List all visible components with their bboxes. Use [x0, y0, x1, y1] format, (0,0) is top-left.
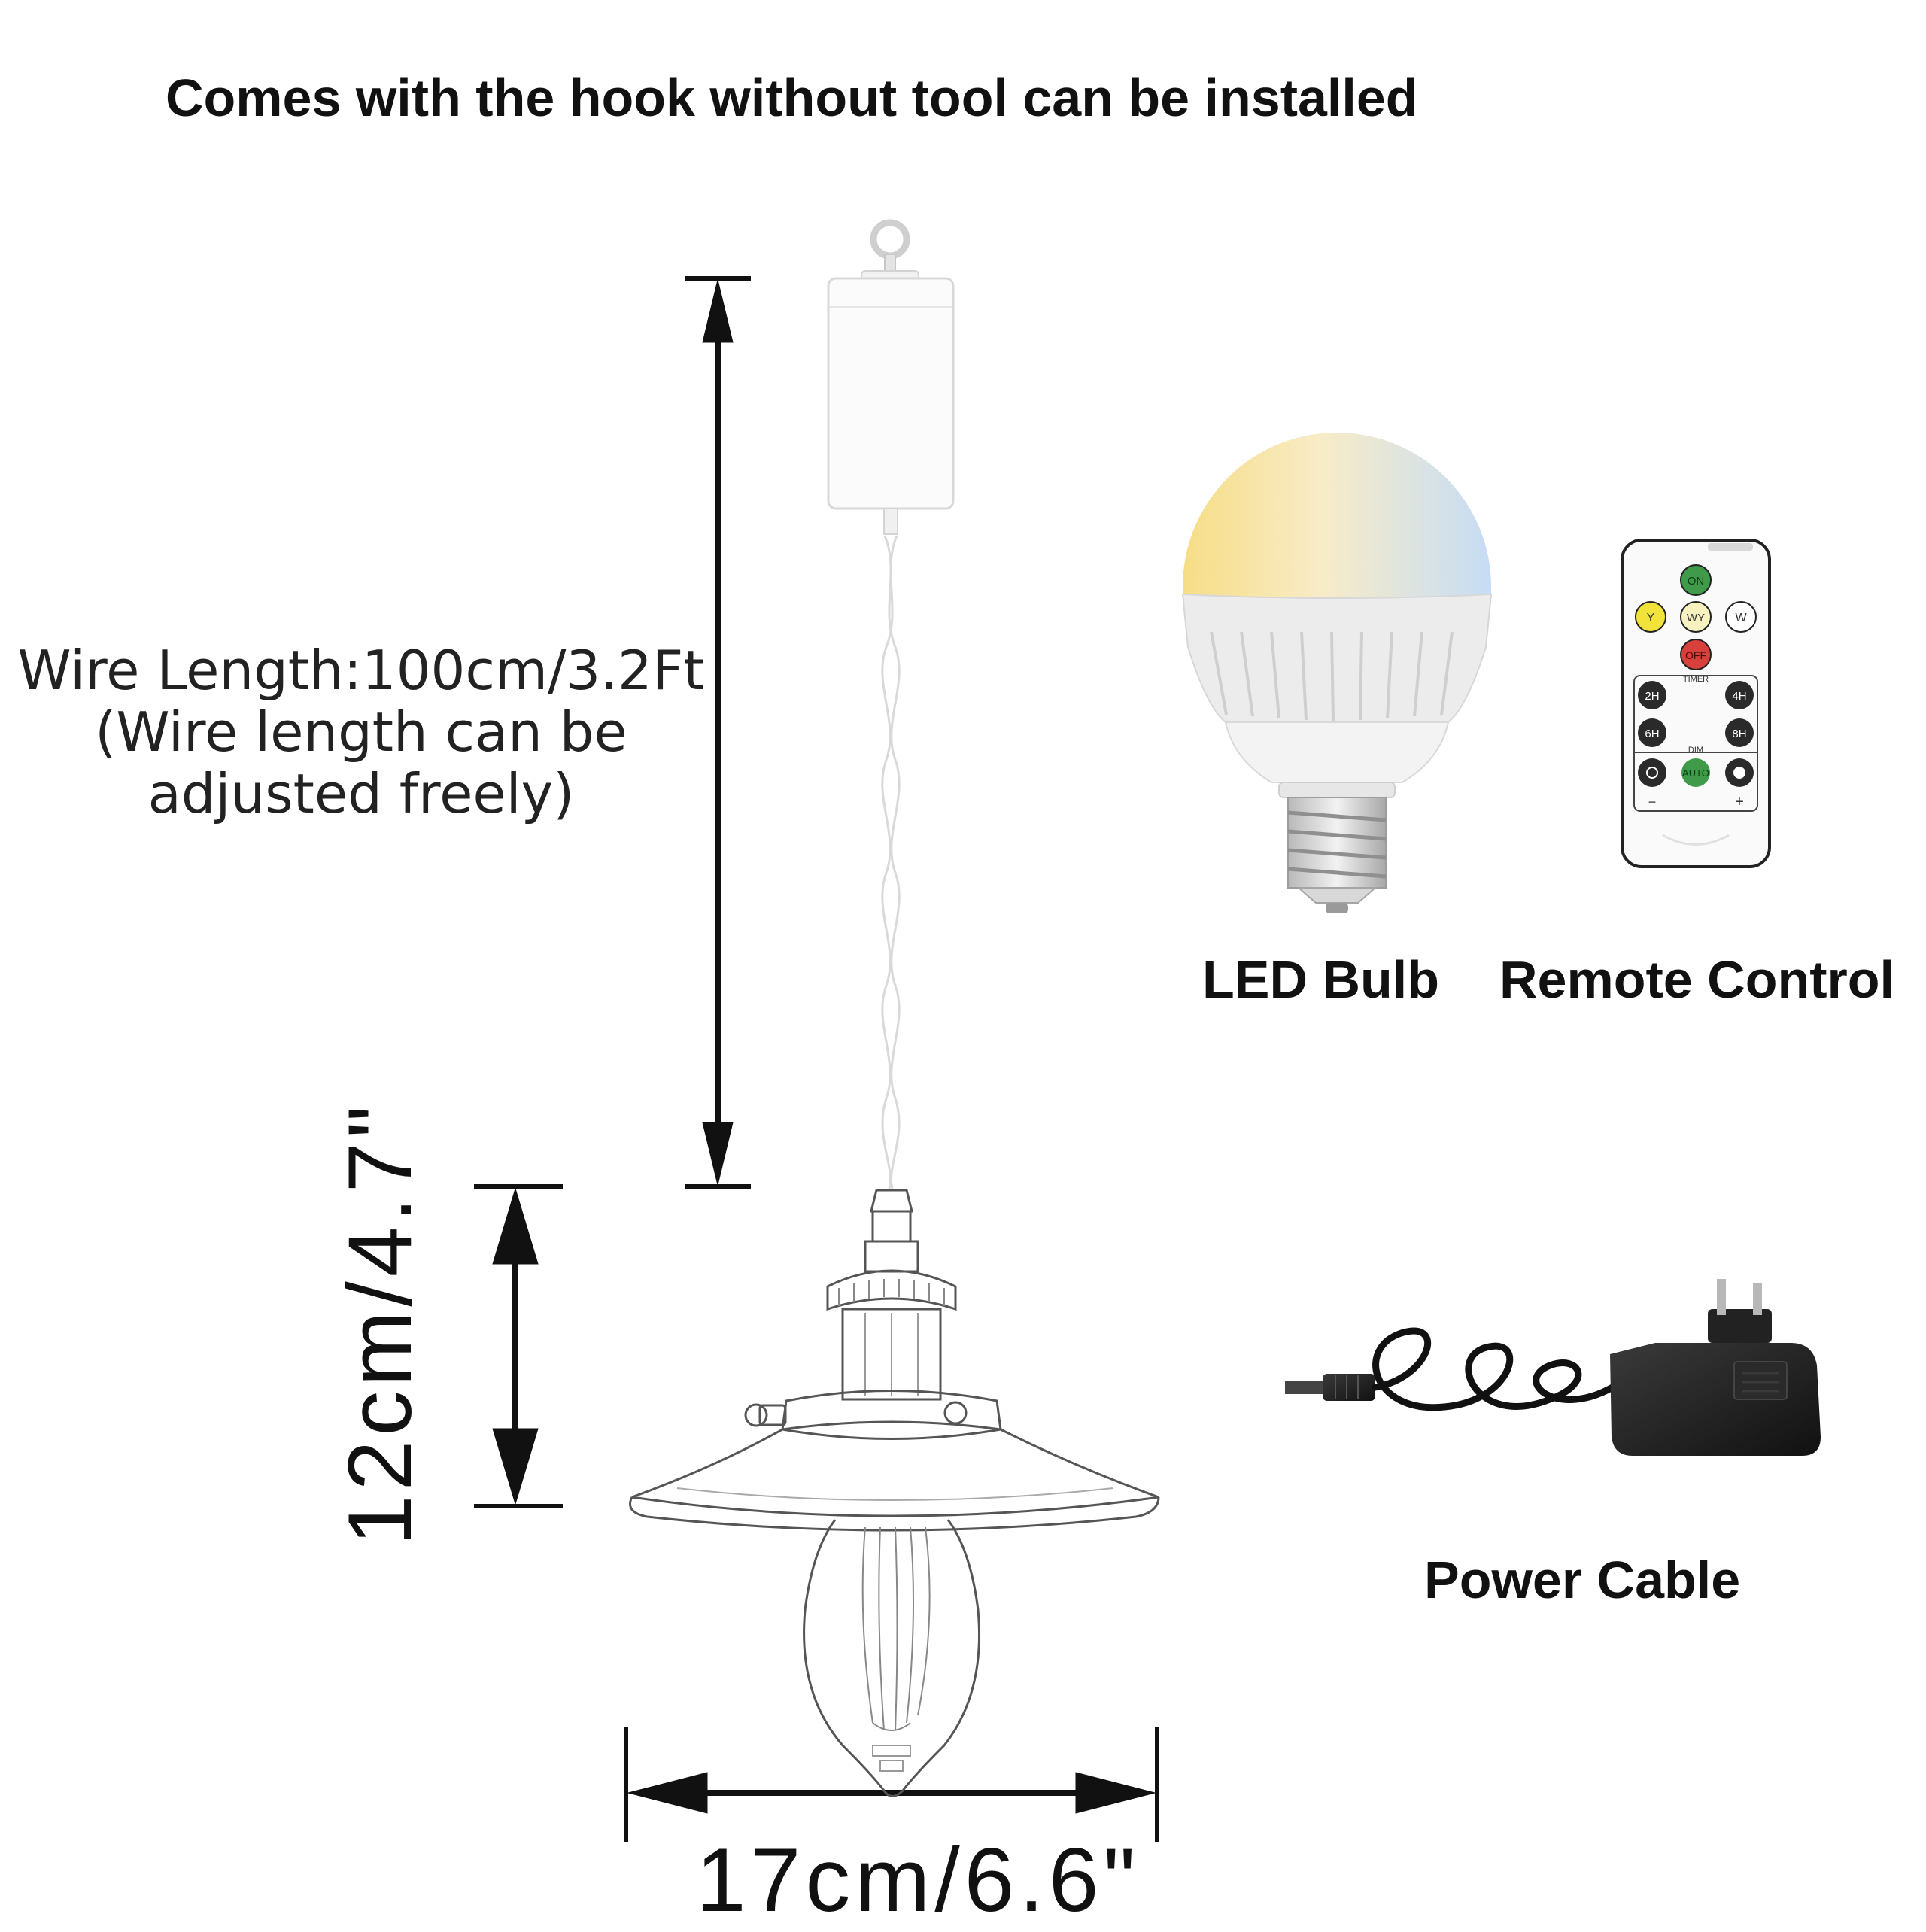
- remote-auto-label: AUTO: [1682, 767, 1709, 779]
- remote-6h-label: 6H: [1645, 728, 1659, 740]
- remote-yellow-button: [1635, 601, 1666, 633]
- width-dimension-label: 17cm/6.6": [695, 1830, 1141, 1930]
- remote-off-label: OFF: [1685, 649, 1706, 661]
- remote-timer-label: TIMER: [1683, 675, 1709, 684]
- remote-4h-label: 4H: [1732, 690, 1746, 703]
- led-bulb-caption: LED Bulb: [1202, 950, 1439, 1009]
- remote-plus-label: +: [1735, 794, 1744, 810]
- led-bulb-image: [1181, 433, 1493, 913]
- height-dimension-label: 12cm/4.7": [330, 1101, 430, 1546]
- power-cable-caption: Power Cable: [1424, 1551, 1741, 1609]
- page-headline: Comes with the hook without tool can be …: [166, 68, 1418, 127]
- remote-2h-label: 2H: [1645, 690, 1659, 703]
- twisted-cord: [881, 535, 901, 1189]
- dim-down-icon: [1638, 758, 1666, 787]
- pendant-lamp: [629, 1189, 1160, 1797]
- remote-4h-button: [1725, 681, 1754, 709]
- remote-control-image: ON Y WY W OFF TIMER 2H 4H 6H 8H DIM AUTO…: [1621, 539, 1771, 868]
- remote-8h-label: 8H: [1732, 728, 1746, 740]
- hook-battery-box: [827, 219, 955, 535]
- wire-length-line-1: Wire Length:100cm/3.2Ft: [17, 639, 705, 702]
- remote-off-button: [1680, 639, 1712, 670]
- remote-control-caption: Remote Control: [1499, 950, 1894, 1009]
- wire-length-line-2: (Wire length can be: [95, 700, 627, 764]
- power-adapter-image: [1285, 1279, 1821, 1456]
- wire-length-description: Wire Length:100cm/3.2Ft (Wire length can…: [15, 639, 707, 825]
- remote-w-label: W: [1735, 612, 1747, 624]
- wire-length-line-3: adjusted freely): [147, 762, 575, 825]
- remote-on-button: [1680, 564, 1712, 596]
- wire-length-dimension-arrow: [685, 276, 751, 1189]
- remote-on-label: ON: [1688, 575, 1705, 588]
- remote-dim-label: DIM: [1688, 746, 1703, 755]
- remote-auto-button: [1681, 758, 1710, 787]
- remote-white-button: [1725, 601, 1757, 633]
- remote-wy-label: WY: [1687, 612, 1705, 624]
- remote-2h-button: [1638, 681, 1666, 709]
- remote-warm-white-button: [1680, 601, 1712, 633]
- hook-ring-icon: [870, 219, 910, 260]
- height-dimension-arrow: [474, 1184, 563, 1508]
- remote-6h-button: [1638, 718, 1666, 747]
- remote-minus-label: −: [1648, 794, 1657, 810]
- remote-8h-button: [1725, 718, 1754, 747]
- remote-y-label: Y: [1647, 612, 1655, 624]
- width-dimension-arrow: [624, 1727, 1159, 1842]
